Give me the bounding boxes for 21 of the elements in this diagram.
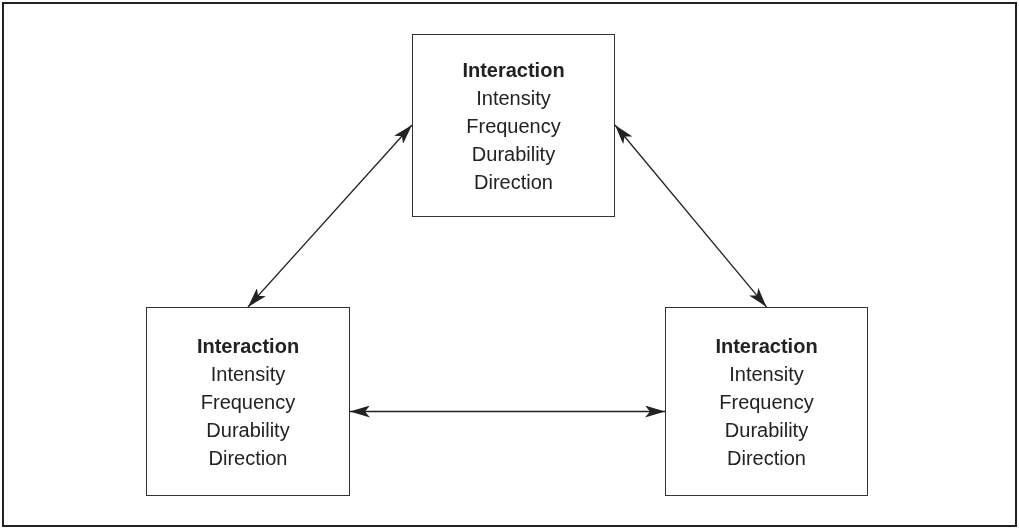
- box-line: Direction: [474, 169, 553, 195]
- box-line: Durability: [206, 417, 290, 443]
- box-line: Direction: [208, 445, 288, 471]
- box-heading: Interaction: [196, 333, 300, 359]
- box-line: Intensity: [210, 361, 286, 387]
- box-line: Direction: [727, 445, 806, 471]
- box: [412, 34, 615, 217]
- box: [146, 307, 350, 496]
- box-line: Frequency: [200, 389, 296, 415]
- double-arrow: [614, 124, 768, 308]
- box-heading: Interaction: [462, 57, 565, 83]
- box-heading: Interaction: [715, 333, 818, 359]
- box-line: Durability: [471, 141, 556, 167]
- box-line: Frequency: [719, 389, 814, 415]
- box-line: Intensity: [729, 361, 804, 387]
- box-line: Frequency: [466, 113, 561, 139]
- double-arrow: [247, 124, 413, 308]
- box-line: Intensity: [476, 85, 551, 111]
- box-line: Durability: [724, 417, 809, 443]
- double-arrow: [349, 405, 666, 418]
- box: [665, 307, 868, 496]
